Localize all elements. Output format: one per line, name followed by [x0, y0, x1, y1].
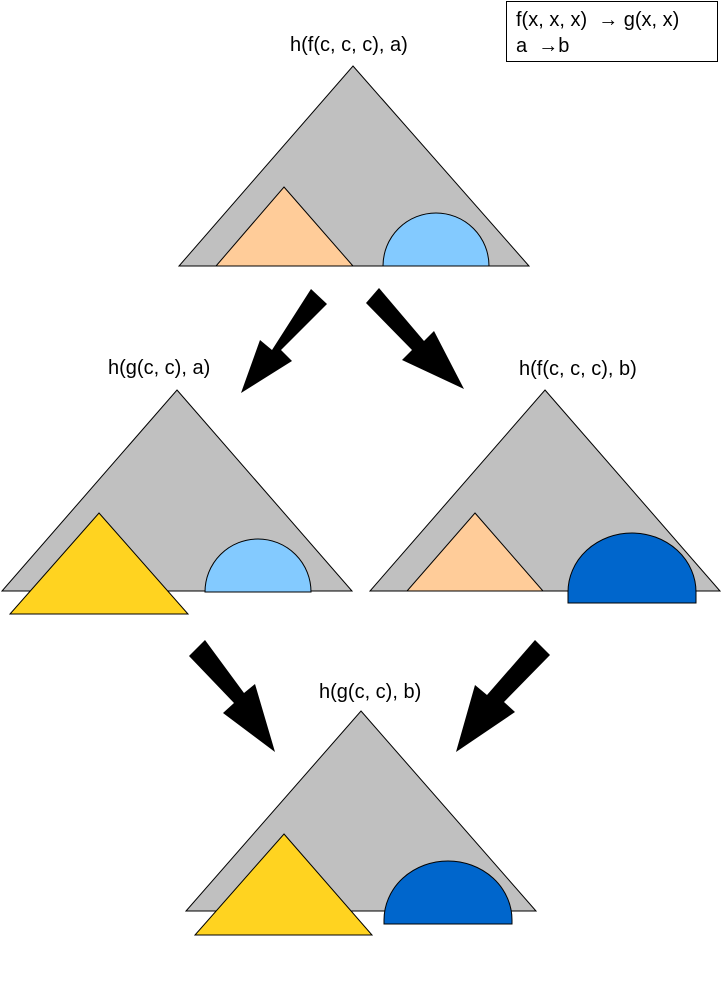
term-label-middle-right: h(f(c, c, c), b) [519, 358, 637, 380]
tree-middle-left: h(g(c, c), a) [0, 357, 354, 615]
tree-bottom: h(g(c, c), b) [184, 681, 538, 936]
term-label-bottom: h(g(c, c), b) [319, 681, 421, 703]
term-label-top: h(f(c, c, c), a) [290, 34, 408, 56]
b-subterm-semicircle [567, 532, 697, 604]
tree-middle-right: h(f(c, c, c), b) [368, 358, 721, 604]
arrow-top-to-left [241, 289, 327, 393]
f-subterm-triangle [214, 186, 355, 267]
arrow-right-to-bottom [456, 640, 550, 752]
rewrite-rule-f-to-g: f(x, x, x) → g(x, x) [516, 9, 680, 31]
b-subterm-semicircle [383, 860, 513, 925]
arrow-top-to-right [366, 288, 464, 389]
rewrite-rule-a-to-b: a →b [516, 35, 570, 57]
g-subterm-triangle [193, 833, 374, 936]
rewrite-rules-box: f(x, x, x) → g(x, x) a →b [506, 1, 718, 62]
a-subterm-semicircle [382, 212, 490, 267]
a-subterm-semicircle [204, 538, 312, 593]
arrow-left-to-bottom [189, 640, 275, 752]
tree-top: h(f(c, c, c), a) [177, 34, 531, 267]
g-subterm-triangle [8, 512, 190, 615]
term-label-middle-left: h(g(c, c), a) [108, 357, 210, 379]
f-subterm-triangle [405, 512, 545, 592]
